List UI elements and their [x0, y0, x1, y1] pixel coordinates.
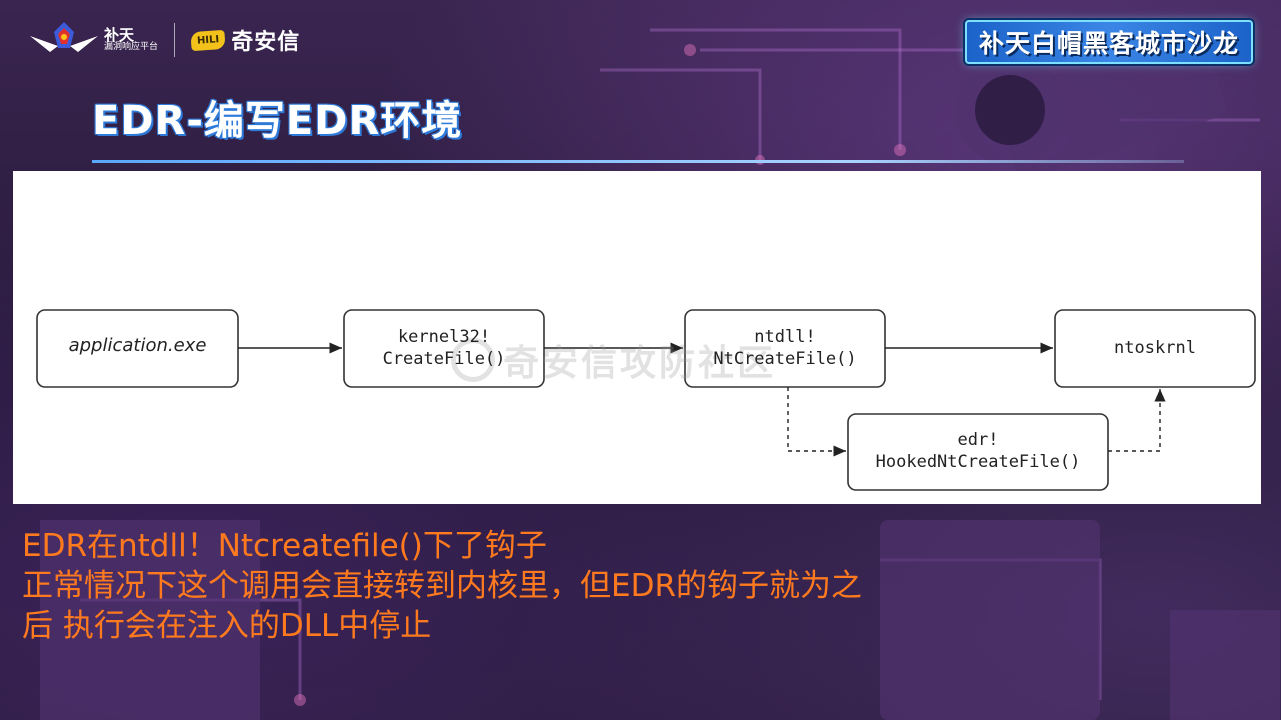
node-edr-function: HookedNtCreateFile() [875, 452, 1081, 472]
call-flow-diagram: 奇安信攻防社区 application.exe kernel32! Create… [13, 171, 1261, 504]
butian-brand: 补天 漏洞响应平台 [104, 27, 158, 53]
title-underline [92, 160, 1184, 163]
qax-badge-icon: HILI [190, 29, 226, 51]
butian-name: 补天 [104, 25, 135, 44]
node-application-label: application.exe [68, 335, 207, 356]
event-banner: 补天白帽黑客城市沙龙 [965, 20, 1253, 64]
node-edr-module: edr! [957, 430, 999, 450]
watermark-logo-icon [451, 338, 495, 382]
body-line-3: 后 执行会在注入的DLL中停止 [22, 608, 432, 644]
slide-body-text: EDR在ntdll！Ntcreatefile()下了钩子 正常情况下这个调用会直… [22, 526, 862, 646]
body-line-1: EDR在ntdll！Ntcreatefile()下了钩子 [22, 528, 547, 564]
slide-title: EDR-编写EDR环境 [92, 98, 463, 144]
body-line-2: 正常情况下这个调用会直接转到内核里，但EDR的钩子就为之 [22, 568, 862, 604]
node-edr-label: edr! HookedNtCreateFile() [848, 429, 1108, 473]
node-ntoskrnl-label: ntoskrnl [1114, 338, 1196, 358]
arrow-ntdll-to-edr-hook [787, 387, 846, 457]
qax-logo: HILI 奇安信 [190, 24, 301, 56]
node-kernel32-function: CreateFile() [382, 349, 506, 369]
node-kernel32-module: kernel32! [397, 327, 491, 347]
butian-subtitle: 漏洞响应平台 [104, 42, 159, 53]
node-ntdll-function: NtCreateFile() [713, 349, 857, 369]
logo-divider [174, 23, 176, 57]
butian-wing-logo-icon [30, 22, 98, 52]
diagram-shapes [36, 309, 1256, 491]
node-box-ntoskrnl [1054, 309, 1256, 388]
header-logos: 补天 漏洞响应平台 HILI 奇安信 [28, 16, 300, 64]
node-box-edr [847, 413, 1109, 491]
watermark: 奇安信攻防社区 [451, 334, 776, 386]
node-ntdll-label: ntdll! NtCreateFile() [685, 326, 885, 370]
arrow-edr-to-ntoskrnl [1108, 389, 1166, 452]
node-kernel32-label: kernel32! CreateFile() [344, 326, 544, 370]
watermark-text: 奇安信攻防社区 [503, 343, 777, 384]
qax-name: 奇安信 [231, 30, 301, 55]
node-ntdll-module: ntdll! [754, 327, 816, 347]
